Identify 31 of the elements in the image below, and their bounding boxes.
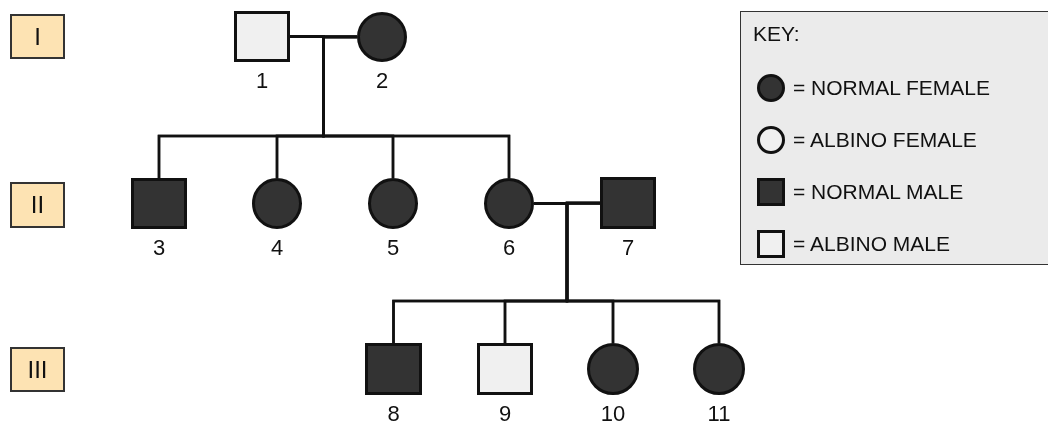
individual-number: 11: [706, 401, 732, 426]
female-circle: [587, 343, 639, 395]
pedigree-line: [565, 201, 721, 343]
male-square: [477, 343, 533, 395]
generation-label: III: [10, 347, 65, 392]
legend-text: = NORMAL MALE: [793, 180, 964, 204]
generation-label: II: [10, 182, 65, 228]
female-circle: [368, 178, 418, 229]
individual-number: 3: [151, 235, 167, 261]
male-square: [131, 178, 187, 229]
female-circle: [693, 343, 745, 395]
female-circle: [252, 178, 302, 229]
key-heading: KEY:: [753, 22, 800, 46]
individual-number: 9: [497, 401, 513, 426]
generation-label: I: [10, 14, 65, 59]
female-circle: [357, 12, 407, 62]
individual-number: 4: [269, 235, 285, 261]
individual-number: 1: [254, 68, 270, 94]
legend-text: = ALBINO FEMALE: [793, 128, 977, 152]
individual-number: 6: [501, 235, 517, 261]
female-circle: [484, 178, 534, 229]
individual-number: 2: [374, 68, 390, 94]
legend-text: = NORMAL FEMALE: [793, 76, 991, 100]
individual-number: 10: [599, 401, 627, 426]
male-square: [365, 343, 422, 395]
male-square: [234, 11, 290, 62]
male-square: [600, 177, 656, 229]
legend-text: = ALBINO MALE: [793, 232, 950, 256]
individual-number: 5: [385, 235, 401, 261]
individual-number: 7: [620, 235, 636, 261]
individual-number: 8: [386, 401, 401, 426]
